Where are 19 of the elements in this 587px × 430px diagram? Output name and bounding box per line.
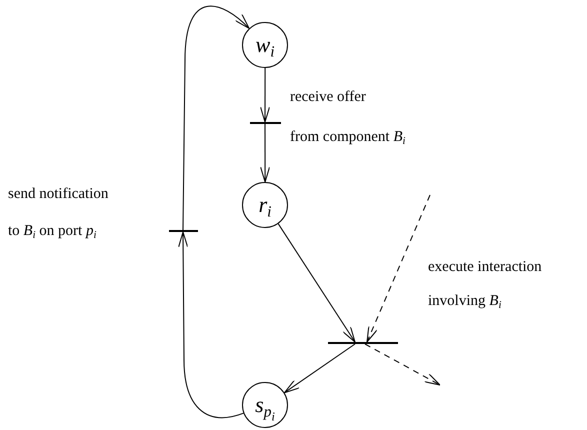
transition-label: involving B$_{i}$ (428, 292, 502, 310)
place-circle (242, 182, 288, 228)
arrow (260, 68, 270, 122)
transition-label: to B$_{i}$ on port p$_{i}$ (8, 222, 96, 240)
place-circle (242, 382, 288, 428)
arrow (260, 124, 270, 182)
transition-label: from component B$_{i}$ (290, 128, 406, 146)
arrow (182, 6, 250, 230)
transition-label: receive offer (290, 88, 366, 106)
dashed-arrow (366, 194, 430, 342)
arrow (284, 344, 356, 394)
transition-label: execute interaction (428, 258, 542, 276)
place-label: r$_{i}$ (258, 194, 272, 216)
arrow (178, 232, 244, 418)
place-label: w$_{i}$ (256, 34, 274, 56)
transition-label: send notification (8, 185, 108, 203)
dashed-arrow (364, 344, 440, 386)
place-circle (242, 22, 288, 68)
arrow (278, 223, 356, 342)
